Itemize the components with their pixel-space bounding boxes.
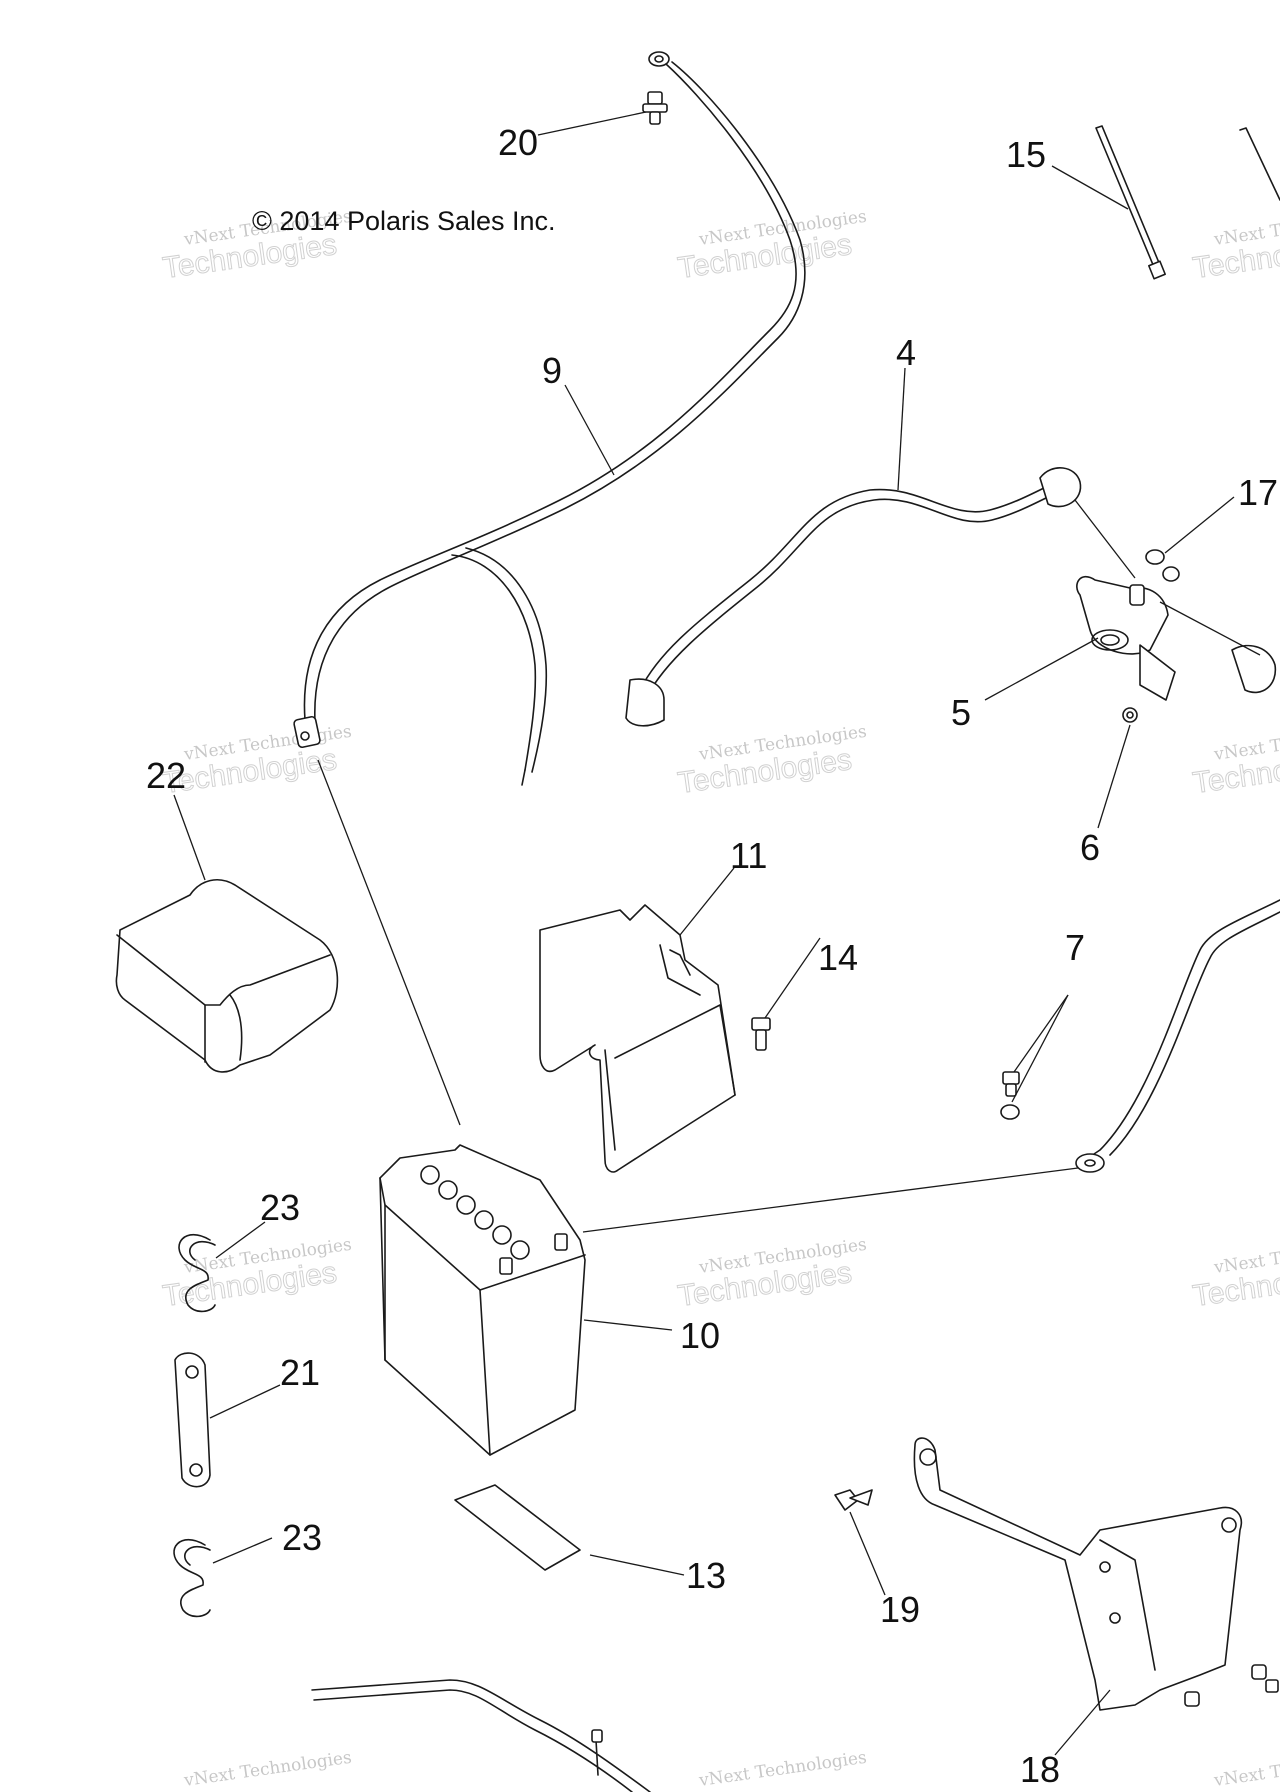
part-5-solenoid	[1076, 575, 1277, 701]
part-11-holder	[539, 904, 736, 1173]
watermark: vNext Technologies Technologies	[160, 1235, 353, 1314]
part-4-cable	[625, 467, 1082, 727]
part-23-clip-bottom	[173, 1538, 211, 1618]
callout-19: 19	[880, 1589, 920, 1630]
watermark: vNext Technologies Technologies	[675, 207, 868, 286]
part-17-nuts	[1145, 549, 1180, 582]
watermark: vNext Technologies	[182, 1748, 353, 1791]
callout-17: 17	[1238, 472, 1278, 513]
part-bottom-cable	[311, 1679, 651, 1792]
callout-15: 15	[1006, 134, 1046, 175]
leader-lines	[173, 111, 1261, 1756]
watermark: vNext Technologies Technologies	[675, 722, 868, 801]
part-22-cover	[115, 879, 339, 1073]
watermark: vNext Technologies Technologies	[1190, 207, 1280, 286]
part-ground-cable	[1075, 899, 1280, 1173]
part-10-battery	[379, 1144, 586, 1456]
copyright-text: © 2014 Polaris Sales Inc.	[252, 206, 556, 236]
watermark: vNext Technologies	[1212, 1748, 1280, 1791]
watermark: vNext Technologies Technologies	[1190, 1235, 1280, 1314]
watermark: vNext Technologies Technologies	[675, 1235, 868, 1314]
part-21-bar	[174, 1352, 211, 1488]
callout-4: 4	[896, 332, 916, 373]
part-18-bracket	[913, 1437, 1279, 1711]
part-19-screw	[834, 1489, 873, 1511]
watermark: vNext Technologies Technologies	[160, 722, 353, 801]
callout-5: 5	[951, 692, 971, 733]
watermark: vNext Technologies	[697, 1748, 868, 1791]
part-9-battery-cable	[293, 51, 806, 786]
callout-23-bottom: 23	[282, 1517, 322, 1558]
callout-21: 21	[280, 1352, 320, 1393]
part-23-clip-top	[178, 1233, 216, 1313]
callout-9: 9	[542, 350, 562, 391]
part-13-pad	[454, 1484, 581, 1571]
part-20-bolt	[642, 91, 668, 125]
part-6-screw	[1122, 707, 1138, 723]
callout-11: 11	[730, 835, 767, 876]
callout-18: 18	[1020, 1749, 1060, 1790]
callout-labels: 20 15 9 4 17 5 6 22 11 14 7 23 10 21 23 …	[146, 122, 1278, 1790]
watermark-line1: vNext Technologies	[182, 1748, 353, 1791]
callout-13: 13	[686, 1555, 726, 1596]
part-7-bolt-nut	[1000, 1071, 1020, 1120]
watermark: vNext Technologies Technologies	[1190, 722, 1280, 801]
callout-7: 7	[1065, 927, 1085, 968]
callout-10: 10	[680, 1315, 720, 1356]
callout-23-top: 23	[260, 1187, 300, 1228]
callout-14: 14	[818, 937, 858, 978]
part-15-strap	[1095, 125, 1280, 280]
watermark-line1: vNext Technologies	[697, 1748, 868, 1791]
callout-22: 22	[146, 755, 186, 796]
callout-20: 20	[498, 122, 538, 163]
part-14-bolt	[751, 1017, 771, 1051]
watermark-line1: vNext Technologies	[1212, 1748, 1280, 1791]
callout-6: 6	[1080, 827, 1100, 868]
